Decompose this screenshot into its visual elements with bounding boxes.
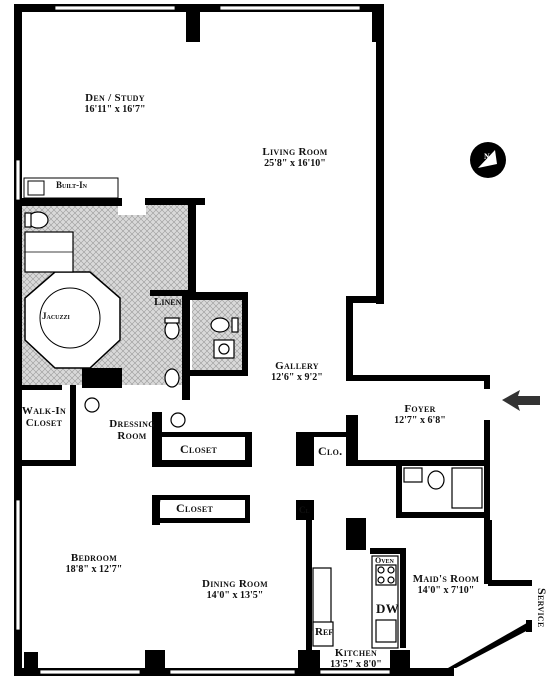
bath-wall-white bbox=[118, 205, 146, 215]
kitchen-cabinets bbox=[312, 555, 399, 649]
door-swings bbox=[158, 499, 301, 521]
dining-name: Dining Room bbox=[202, 578, 268, 590]
tiled-small-bath bbox=[192, 300, 242, 372]
maids-name: Maid's Room bbox=[412, 573, 480, 585]
oven-label: Oven bbox=[375, 556, 394, 565]
builtin-label: Built-In bbox=[56, 180, 87, 190]
gallery-dims: 12'6" x 9'2" bbox=[271, 372, 323, 384]
walkin-line2: Closet bbox=[25, 417, 63, 430]
walkin-line1: Walk-In bbox=[21, 405, 67, 417]
closet-a-label: Closet bbox=[180, 442, 218, 456]
foyer-dims: 12'7" x 6'8" bbox=[394, 415, 446, 427]
living-label: Living Room 25'8" x 16'10" bbox=[240, 146, 350, 169]
maids-label: Maid's Room 14'0" x 7'10" bbox=[404, 573, 488, 596]
ref-label: Ref bbox=[315, 626, 334, 638]
interior-walls bbox=[14, 198, 490, 670]
built-in-sink bbox=[27, 180, 45, 196]
dressing-label: Dressing Room bbox=[102, 418, 162, 442]
den-name: Den / Study bbox=[85, 92, 145, 104]
gallery-label: Gallery 12'6" x 9'2" bbox=[262, 360, 332, 383]
living-dims: 25'8" x 16'10" bbox=[264, 158, 326, 170]
bedroom-label: Bedroom 18'8" x 12'7" bbox=[44, 552, 144, 575]
bath-fixtures bbox=[24, 211, 483, 509]
dressing-line1: Dressing bbox=[109, 418, 155, 430]
living-name: Living Room bbox=[262, 146, 328, 158]
den-dims: 16'11" x 16'7" bbox=[84, 104, 146, 116]
kitchen-dims: 13'5" x 8'0" bbox=[330, 659, 382, 671]
bedroom-dims: 18'8" x 12'7" bbox=[65, 564, 123, 576]
bedroom-name: Bedroom bbox=[70, 552, 118, 564]
kitchen-label: Kitchen 13'5" x 8'0" bbox=[316, 647, 396, 670]
foyer-name: Foyer bbox=[404, 403, 436, 415]
dw-label: DW bbox=[376, 601, 399, 616]
closet-b-label: Closet bbox=[176, 501, 214, 515]
dressing-line2: Room bbox=[117, 430, 147, 443]
jacuzzi-label: Jacuzzi bbox=[42, 311, 70, 321]
service-label: Service bbox=[535, 588, 549, 628]
den-label: Den / Study 16'11" x 16'7" bbox=[70, 92, 160, 115]
windows bbox=[15, 5, 391, 675]
entry-arrow bbox=[502, 390, 540, 411]
columns bbox=[24, 12, 410, 676]
gallery-name: Gallery bbox=[275, 360, 319, 372]
clo-label: Clo. bbox=[318, 444, 343, 458]
walkin-label: Walk-In Closet bbox=[18, 405, 70, 429]
linen-label: Linen bbox=[154, 296, 182, 308]
compass-icon bbox=[470, 142, 506, 178]
dining-label: Dining Room 14'0" x 13'5" bbox=[180, 578, 290, 601]
jacuzzi-basin bbox=[39, 287, 101, 349]
compass-n-label: N bbox=[484, 152, 490, 161]
dining-dims: 14'0" x 13'5" bbox=[206, 590, 264, 602]
built-in-cabinet bbox=[23, 177, 119, 199]
cl-label: Cl bbox=[299, 505, 310, 515]
maids-dims: 14'0" x 7'10" bbox=[417, 585, 475, 597]
foyer-label: Foyer 12'7" x 6'8" bbox=[380, 403, 460, 426]
kitchen-name: Kitchen bbox=[334, 647, 378, 659]
